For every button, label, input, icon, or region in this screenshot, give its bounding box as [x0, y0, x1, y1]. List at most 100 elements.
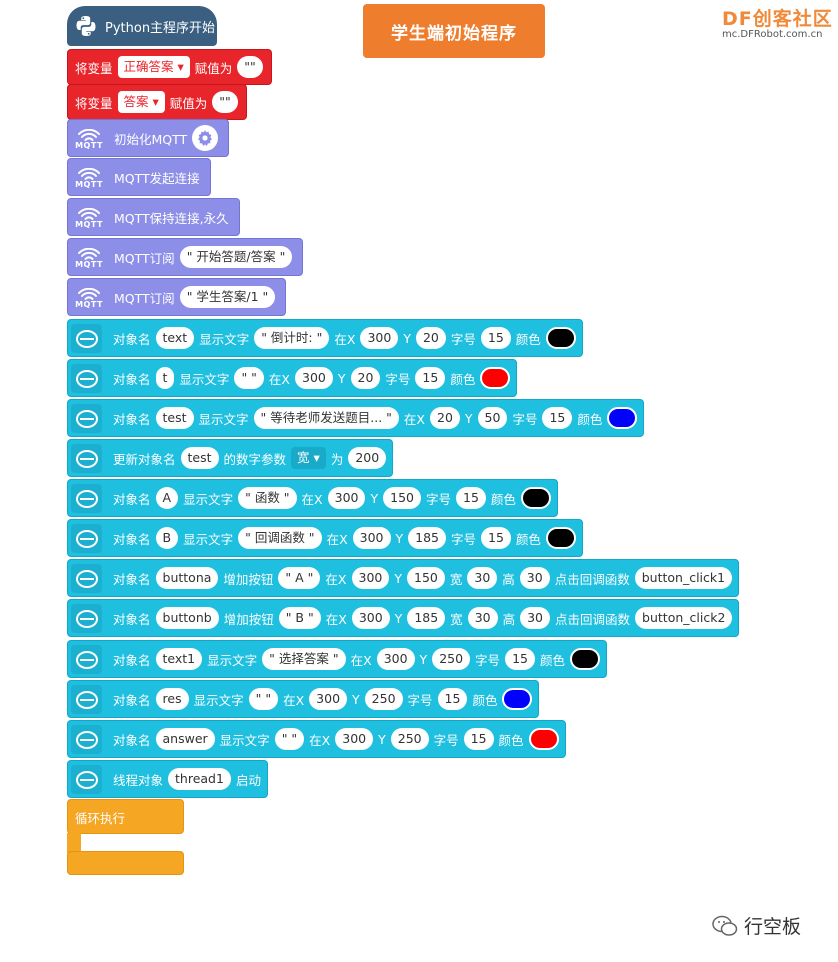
- y-input[interactable]: 250: [390, 728, 429, 750]
- loop-forever-block[interactable]: 循环执行: [67, 799, 184, 834]
- mqtt-init-block[interactable]: MQTT 初始化MQTT: [67, 119, 230, 157]
- x-input[interactable]: 300: [351, 567, 390, 589]
- color-picker[interactable]: [607, 407, 638, 429]
- callback-input[interactable]: button_click2: [635, 607, 733, 629]
- block-text: 对象名: [113, 531, 151, 547]
- y-input[interactable]: 20: [350, 367, 381, 389]
- width-input[interactable]: 30: [467, 567, 498, 589]
- text-input[interactable]: " A ": [278, 567, 321, 589]
- block-text: 显示文字: [179, 371, 230, 387]
- object-name-input[interactable]: test: [155, 407, 194, 429]
- color-picker[interactable]: [545, 327, 576, 349]
- text-input[interactable]: " ": [274, 728, 305, 750]
- wifi-icon: MQTT: [70, 240, 108, 276]
- mqtt-subscribe-block[interactable]: MQTT MQTT订阅 " 学生答案/1 ": [67, 278, 287, 316]
- set-variable-block[interactable]: 将变量 正确答案 ▾ 赋值为 "": [67, 49, 272, 85]
- mqtt-subscribe-block[interactable]: MQTT MQTT订阅 " 开始答题/答案 ": [67, 238, 304, 276]
- y-input[interactable]: 250: [432, 648, 471, 670]
- param-dropdown[interactable]: 宽 ▾: [291, 447, 326, 469]
- object-name-input[interactable]: t: [155, 367, 175, 389]
- x-input[interactable]: 300: [327, 487, 366, 509]
- object-name-input[interactable]: text: [155, 327, 195, 349]
- font-size-input[interactable]: 15: [542, 407, 573, 429]
- color-picker[interactable]: [545, 527, 576, 549]
- font-size-input[interactable]: 15: [415, 367, 446, 389]
- variable-dropdown[interactable]: 正确答案 ▾: [117, 56, 190, 78]
- height-input[interactable]: 30: [520, 607, 551, 629]
- add-button-block[interactable]: 对象名 buttona 增加按钮 " A " 在X 300 Y 150 宽 30…: [67, 559, 740, 597]
- set-variable-block[interactable]: 将变量 答案 ▾ 赋值为 "": [67, 84, 247, 120]
- font-size-input[interactable]: 15: [481, 527, 511, 549]
- object-name-input[interactable]: buttonb: [155, 607, 219, 629]
- callback-input[interactable]: button_click1: [634, 567, 733, 589]
- value-input[interactable]: 200: [348, 447, 387, 469]
- color-picker[interactable]: [502, 688, 533, 710]
- object-name-input[interactable]: text1: [155, 648, 203, 670]
- x-input[interactable]: 300: [351, 607, 390, 629]
- display-text-block[interactable]: 对象名 res 显示文字 " " 在X 300 Y 250 字号 15 颜色: [67, 680, 540, 718]
- y-input[interactable]: 185: [408, 527, 446, 549]
- y-input[interactable]: 20: [415, 327, 446, 349]
- object-name-input[interactable]: answer: [155, 728, 215, 750]
- x-input[interactable]: 300: [295, 367, 333, 389]
- width-input[interactable]: 30: [467, 607, 498, 629]
- x-input[interactable]: 300: [352, 527, 391, 549]
- loop-label: 循环执行: [75, 811, 126, 826]
- python-main-start-block[interactable]: Python主程序开始: [67, 6, 217, 46]
- color-picker[interactable]: [569, 648, 600, 670]
- wifi-icon: MQTT: [70, 160, 108, 196]
- x-input[interactable]: 300: [335, 728, 374, 750]
- topic-input[interactable]: " 开始答题/答案 ": [179, 246, 293, 268]
- x-input[interactable]: 20: [430, 407, 460, 429]
- color-picker[interactable]: [520, 487, 551, 509]
- font-size-input[interactable]: 15: [480, 327, 511, 349]
- object-name-input[interactable]: test: [180, 447, 219, 469]
- font-size-input[interactable]: 15: [456, 487, 486, 509]
- mqtt-keepalive-block[interactable]: MQTT MQTT保持连接,永久: [67, 198, 240, 236]
- display-text-block[interactable]: 对象名 A 显示文字 " 函数 " 在X 300 Y 150 字号 15 颜色: [67, 479, 558, 517]
- x-input[interactable]: 300: [360, 327, 399, 349]
- value-input[interactable]: "": [212, 91, 238, 113]
- display-text-block[interactable]: 对象名 text1 显示文字 " 选择答案 " 在X 300 Y 250 字号 …: [67, 640, 607, 678]
- thread-name-input[interactable]: thread1: [168, 768, 231, 790]
- topic-input[interactable]: " 学生答案/1 ": [179, 286, 276, 308]
- thread-start-block[interactable]: 线程对象 thread1 启动: [67, 760, 268, 798]
- watermark: 行空板: [712, 912, 801, 939]
- display-text-block[interactable]: 对象名 B 显示文字 " 回调函数 " 在X 300 Y 185 字号 15 颜…: [67, 519, 583, 557]
- font-size-input[interactable]: 15: [437, 688, 468, 710]
- text-input[interactable]: " 函数 ": [238, 487, 297, 509]
- display-text-block[interactable]: 对象名 test 显示文字 " 等待老师发送题目... " 在X 20 Y 50…: [67, 399, 645, 437]
- text-input[interactable]: " 等待老师发送题目... ": [253, 407, 399, 429]
- y-input[interactable]: 185: [407, 607, 446, 629]
- y-input[interactable]: 150: [383, 487, 421, 509]
- text-input[interactable]: " ": [248, 688, 279, 710]
- add-button-block[interactable]: 对象名 buttonb 增加按钮 " B " 在X 300 Y 185 宽 30…: [67, 599, 740, 637]
- text-input[interactable]: " B ": [278, 607, 321, 629]
- display-text-block[interactable]: 对象名 answer 显示文字 " " 在X 300 Y 250 字号 15 颜…: [67, 720, 566, 758]
- height-input[interactable]: 30: [519, 567, 550, 589]
- text-input[interactable]: " 倒计时: ": [254, 327, 330, 349]
- object-name-input[interactable]: buttona: [155, 567, 219, 589]
- y-input[interactable]: 150: [407, 567, 445, 589]
- y-input[interactable]: 50: [477, 407, 508, 429]
- color-picker[interactable]: [480, 367, 511, 389]
- object-name-input[interactable]: A: [155, 487, 179, 509]
- object-name-input[interactable]: res: [155, 688, 189, 710]
- value-input[interactable]: "": [237, 56, 263, 78]
- color-picker[interactable]: [528, 728, 559, 750]
- font-size-input[interactable]: 15: [505, 648, 535, 670]
- update-number-param-block[interactable]: 更新对象名 test 的数字参数 宽 ▾ 为 200: [67, 439, 394, 477]
- font-size-input[interactable]: 15: [463, 728, 494, 750]
- gear-icon[interactable]: [192, 125, 219, 151]
- variable-dropdown[interactable]: 答案 ▾: [117, 91, 165, 113]
- x-input[interactable]: 300: [309, 688, 348, 710]
- y-input[interactable]: 250: [364, 688, 403, 710]
- text-input[interactable]: " 选择答案 ": [262, 648, 346, 670]
- text-input[interactable]: " ": [234, 367, 264, 389]
- text-input[interactable]: " 回调函数 ": [238, 527, 322, 549]
- display-text-block[interactable]: 对象名 text 显示文字 " 倒计时: " 在X 300 Y 20 字号 15…: [67, 319, 583, 357]
- display-text-block[interactable]: 对象名 t 显示文字 " " 在X 300 Y 20 字号 15 颜色: [67, 359, 518, 397]
- mqtt-connect-block[interactable]: MQTT MQTT发起连接: [67, 158, 211, 196]
- x-input[interactable]: 300: [376, 648, 415, 670]
- object-name-input[interactable]: B: [155, 527, 179, 549]
